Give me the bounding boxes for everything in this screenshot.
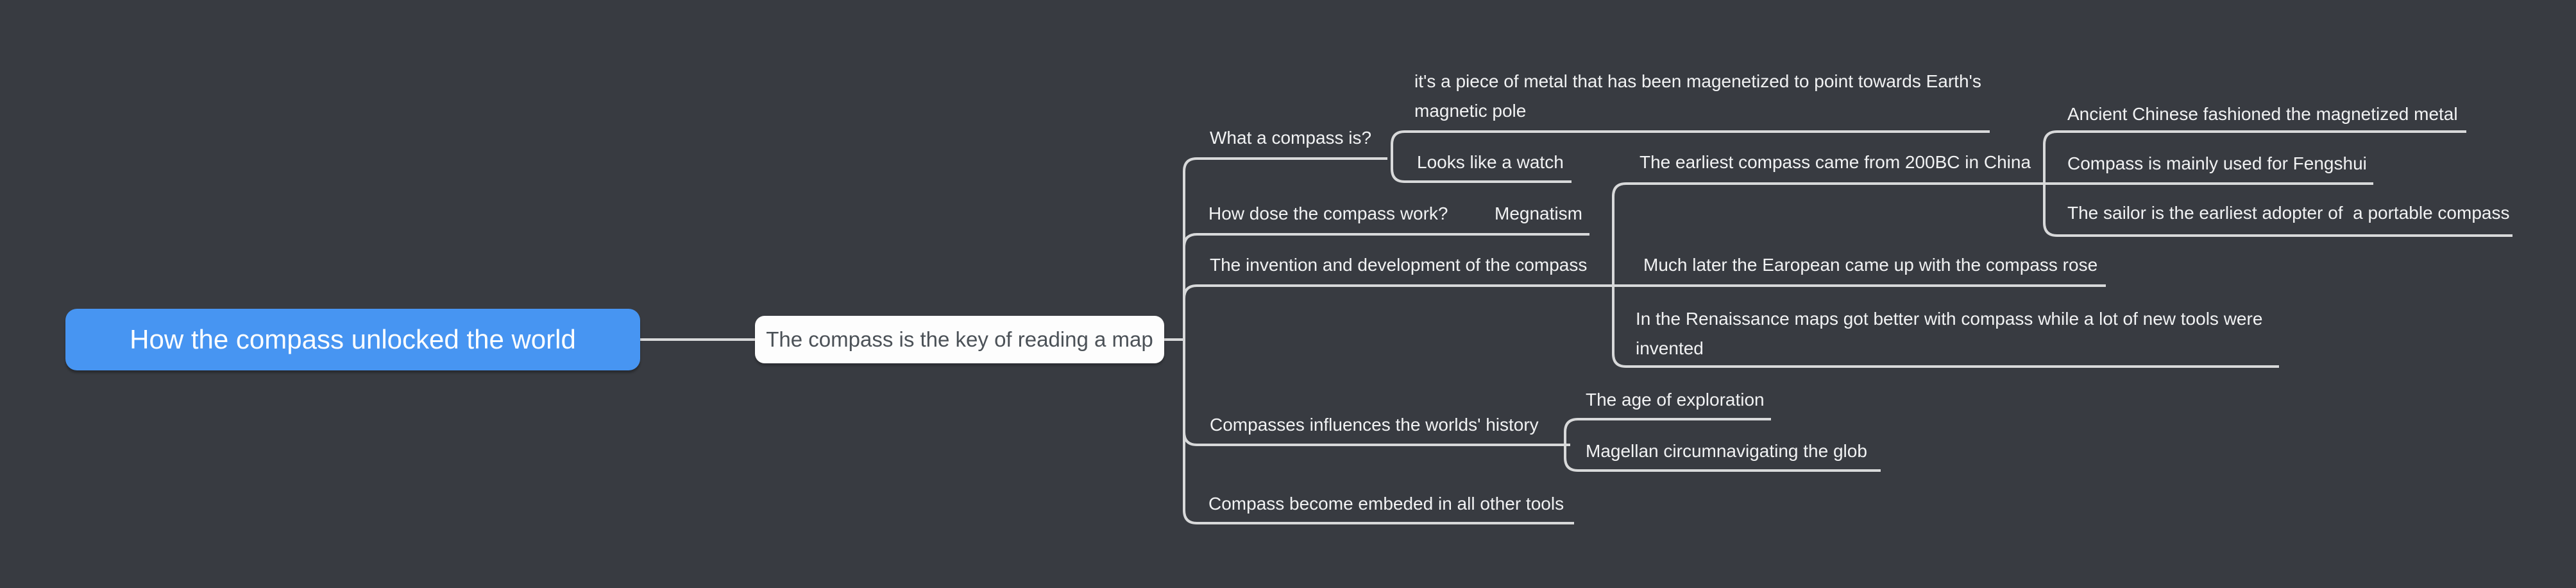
subtopic-earliest-compass-200bc[interactable]: The earliest compass came from 200BC in … bbox=[1640, 152, 2031, 172]
topic-what-a-compass-is[interactable]: What a compass is? bbox=[1210, 128, 1372, 148]
subtopic-age-of-exploration[interactable]: The age of exploration bbox=[1586, 390, 1765, 410]
bracket-earliest bbox=[2043, 130, 2512, 237]
subtopic-piece-of-metal[interactable]: it's a piece of metal that has been mage… bbox=[1414, 71, 1987, 121]
bracket-what-compass bbox=[1391, 130, 1990, 183]
underline-invention bbox=[1183, 284, 2106, 299]
subtopic-ancient-chinese[interactable]: Ancient Chinese fashioned the magnetized… bbox=[2067, 104, 2458, 124]
bracket-main bbox=[1183, 157, 1574, 524]
underline-influences bbox=[1183, 431, 1570, 446]
subtopic-european-compass-rose[interactable]: Much later the Earopean came up with the… bbox=[1643, 255, 2098, 275]
topic-embedded-in-tools[interactable]: Compass become embeded in all other tool… bbox=[1208, 494, 1564, 514]
subtopic-magellan[interactable]: Magellan circumnavigating the glob bbox=[1586, 441, 1867, 461]
bracket-invention bbox=[1612, 182, 2373, 368]
central-topic[interactable]: The compass is the key of reading a map bbox=[755, 316, 1164, 363]
subtopic-renaissance-maps[interactable]: In the Renaissance maps got better with … bbox=[1636, 309, 2268, 358]
topic-invention-development[interactable]: The invention and development of the com… bbox=[1210, 255, 1588, 275]
topic-influences-history[interactable]: Compasses influences the worlds' history bbox=[1210, 415, 1539, 435]
subtopic-sailor-earliest-adopter[interactable]: The sailor is the earliest adopter of a … bbox=[2067, 203, 2510, 223]
subtopic-looks-like-watch[interactable]: Looks like a watch bbox=[1417, 152, 1564, 172]
subtopic-megnatism[interactable]: Megnatism bbox=[1495, 203, 1582, 223]
subtopic-fengshui[interactable]: Compass is mainly used for Fengshui bbox=[2067, 153, 2367, 173]
bracket-influences bbox=[1564, 418, 1881, 472]
underline-how-dose bbox=[1183, 233, 1589, 248]
topic-how-dose-compass-work[interactable]: How dose the compass work? bbox=[1208, 203, 1448, 223]
root-topic[interactable]: How the compass unlocked the world bbox=[65, 309, 640, 370]
